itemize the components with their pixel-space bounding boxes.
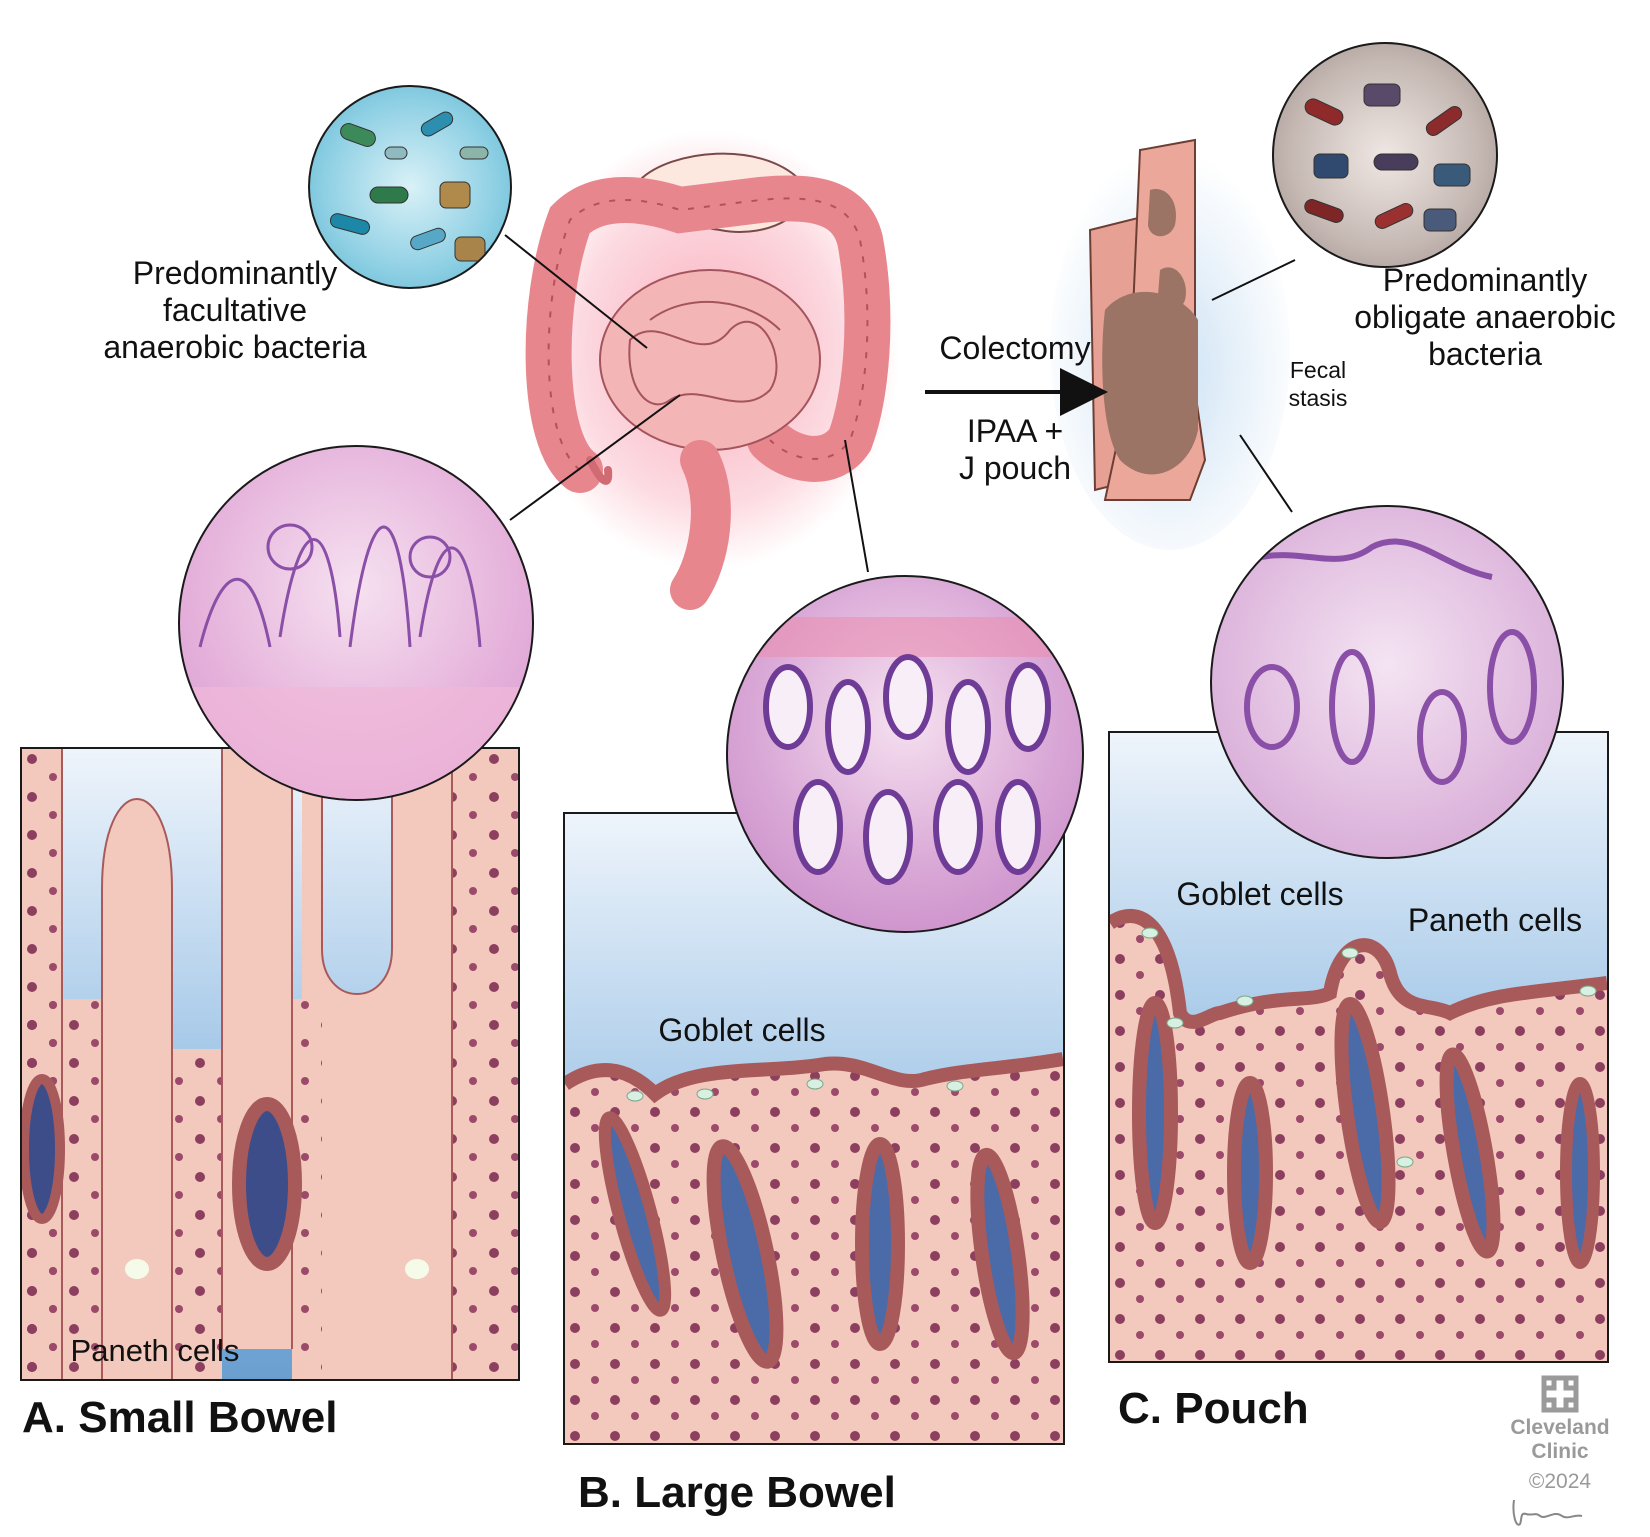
j-pouch-illustration bbox=[1050, 130, 1290, 550]
paneth-label-c: Paneth cells bbox=[1407, 902, 1583, 938]
panel-pouch bbox=[1108, 731, 1609, 1363]
panel-large-bowel bbox=[563, 812, 1065, 1445]
pouch-histology bbox=[1210, 505, 1564, 859]
obligate-bacteria-circle bbox=[1272, 42, 1498, 268]
goblet-label-c: Goblet cells bbox=[1176, 876, 1344, 912]
intestine-illustration bbox=[520, 130, 900, 610]
paneth-label-a: Paneth cells bbox=[70, 1333, 240, 1368]
artist-signature bbox=[1512, 1499, 1583, 1526]
goblet-label-b: Goblet cells bbox=[658, 1012, 826, 1048]
panel-c-title: C. Pouch bbox=[1118, 1384, 1309, 1433]
cleveland-clinic-logo: Cleveland Clinic ©2024 bbox=[1510, 1372, 1610, 1532]
obligate-label: Predominantly obligate anaerobic bacteri… bbox=[1354, 262, 1616, 372]
facultative-label: Predominantly facultative anaerobic bact… bbox=[103, 255, 367, 365]
large-bowel-histology bbox=[726, 575, 1084, 933]
ipaa-label: IPAA + J pouch bbox=[958, 413, 1072, 486]
panel-a-title: A. Small Bowel bbox=[22, 1393, 338, 1442]
panel-b-title: B. Large Bowel bbox=[578, 1468, 896, 1517]
clinic-cross-icon bbox=[1541, 1375, 1579, 1413]
colectomy-label: Colectomy bbox=[939, 330, 1091, 366]
logo-name: Cleveland Clinic bbox=[1510, 1416, 1610, 1464]
logo-copyright: ©2024 bbox=[1528, 1470, 1592, 1493]
panel-small-bowel bbox=[20, 747, 520, 1381]
small-bowel-histology bbox=[178, 445, 534, 801]
fecal-stasis-label: Fecal stasis bbox=[1288, 357, 1348, 411]
facultative-bacteria-circle bbox=[308, 85, 512, 289]
